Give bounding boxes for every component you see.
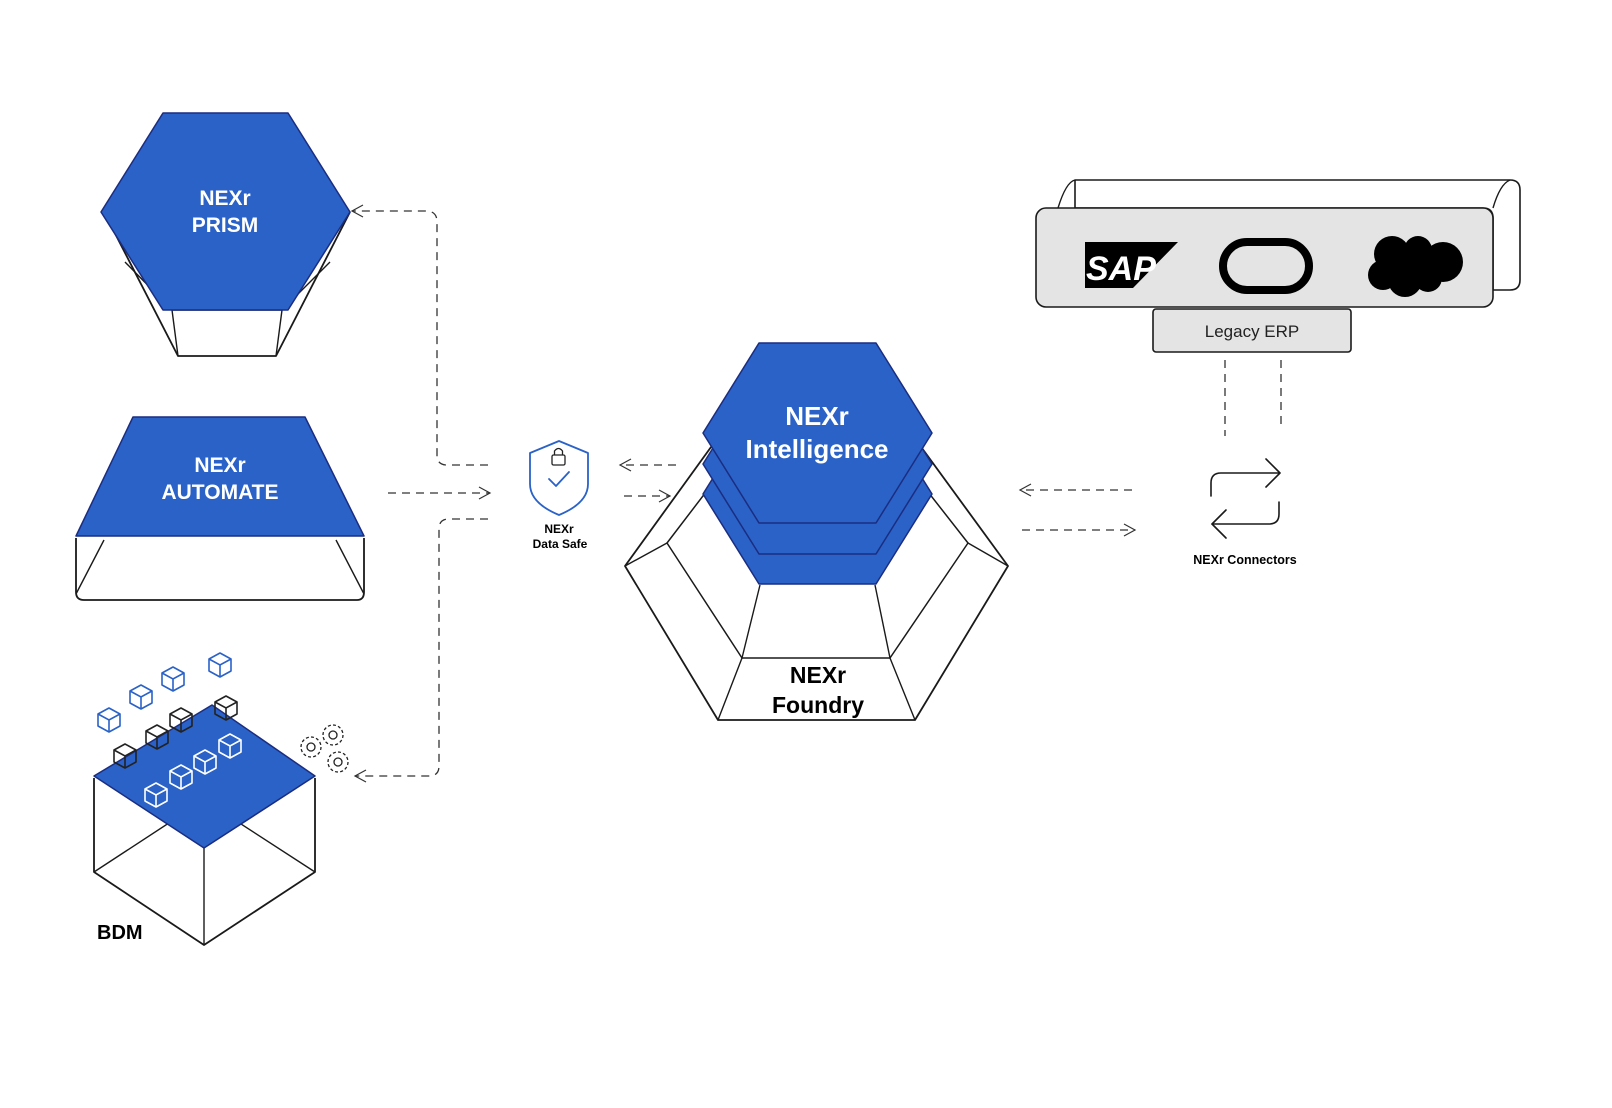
connectors-block[interactable]: NEXr Connectors (1193, 458, 1297, 567)
intelligence-title-line1: NEXr (785, 401, 849, 431)
legacy-erp-label: Legacy ERP (1205, 322, 1300, 341)
salesforce-logo-icon (1368, 236, 1463, 297)
sap-logo-icon: SAP (1085, 242, 1178, 288)
safe-intel-connectors (618, 458, 676, 503)
erp-connector-links (1224, 360, 1282, 436)
oracle-logo-icon (1219, 238, 1313, 294)
legacy-erp-block[interactable]: SAP Legacy ERP (1035, 179, 1521, 353)
cube-icon (214, 695, 238, 721)
shield-lock-icon (529, 440, 589, 516)
sync-arrows-icon (1210, 458, 1281, 539)
prism-title-line2: PRISM (192, 214, 259, 237)
automate-title-line1: NEXr (194, 454, 245, 477)
automate-block[interactable]: NEXr AUTOMATE (75, 416, 365, 601)
left-connectors (350, 204, 492, 783)
cube-icon (161, 666, 185, 692)
foundry-title-line2: Foundry (772, 692, 864, 718)
data-safe-label-line2: Data Safe (533, 537, 588, 551)
foundry-connector-links (1018, 483, 1137, 537)
data-safe-label-line1: NEXr (544, 522, 574, 536)
cube-icon (97, 707, 121, 733)
prism-title-line1: NEXr (199, 187, 250, 210)
bdm-block[interactable]: BDM (93, 652, 349, 946)
sap-logo-text: SAP (1086, 250, 1156, 288)
prism-block[interactable]: NEXr PRISM (100, 112, 351, 357)
connectors-label: NEXr Connectors (1193, 553, 1297, 567)
cube-icon (208, 652, 232, 678)
intelligence-title-line2: Intelligence (745, 434, 888, 464)
bdm-label: BDM (97, 922, 143, 944)
foundry-title-line1: NEXr (790, 662, 846, 688)
intelligence-block[interactable]: NEXr Intelligence (702, 342, 933, 585)
automate-title-line2: AUTOMATE (161, 481, 278, 504)
gears-icon (300, 724, 349, 773)
cube-icon (129, 684, 153, 710)
data-safe[interactable]: NEXr Data Safe (529, 440, 589, 551)
